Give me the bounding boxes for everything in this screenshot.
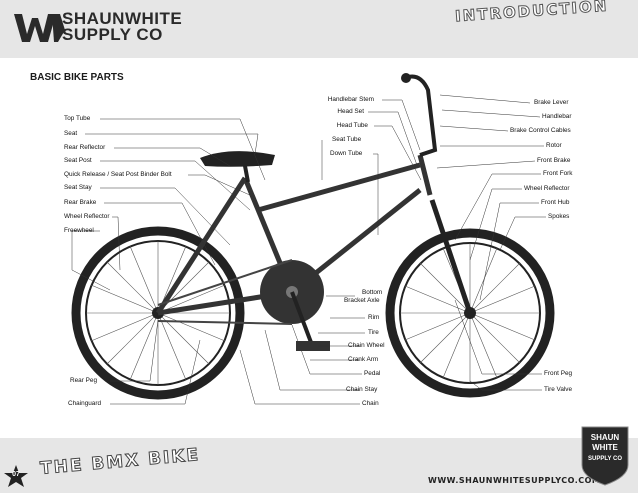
label-wheel-reflector-front: Wheel Reflector xyxy=(524,185,570,192)
star-icon xyxy=(4,465,28,487)
label-seat-tube: Seat Tube xyxy=(332,136,362,143)
label-wheel-reflector-rear: Wheel Reflector xyxy=(64,213,110,220)
brand-badge: SHAUN WHITE SUPPLY CO xyxy=(580,425,630,487)
label-chain: Chain xyxy=(362,400,379,407)
label-brake-control-cables: Brake Control Cables xyxy=(510,127,571,134)
label-head-set: Head Set xyxy=(337,108,364,115)
rear-tire xyxy=(71,226,245,400)
page-number-text: 07 xyxy=(12,471,20,478)
front-tire xyxy=(385,228,555,398)
label-rim: Rim xyxy=(368,314,380,321)
label-seat-post: Seat Post xyxy=(64,157,92,164)
pedal xyxy=(296,341,330,351)
badge-line1: SHAUN xyxy=(590,433,620,442)
seat xyxy=(200,151,275,167)
label-top-tube: Top Tube xyxy=(64,115,91,122)
label-rear-brake: Rear Brake xyxy=(64,199,97,206)
label-seat-stay: Seat Stay xyxy=(64,184,92,191)
label-rear-peg: Rear Peg xyxy=(70,377,97,384)
header-band xyxy=(0,0,638,58)
front-fork xyxy=(429,199,473,314)
footer-band xyxy=(0,438,638,493)
footer-url: WWW.SHAUNWHITESUPPLYCO.COM xyxy=(428,476,601,485)
badge-line3: SUPPLY CO xyxy=(587,456,622,462)
label-tire: Tire xyxy=(368,329,379,336)
label-chainguard: Chainguard xyxy=(68,400,102,407)
leader-lines xyxy=(71,94,546,405)
label-bottom: Bottom xyxy=(362,289,383,296)
shield-icon xyxy=(581,426,629,486)
label-quick-release: Quick Release / Seat Post Binder Bolt xyxy=(64,171,172,178)
label-front-fork: Front Fork xyxy=(543,170,573,177)
brand-name-line1: SHAUNWHITE xyxy=(62,9,183,28)
badge-line2: WHITE xyxy=(592,443,618,452)
label-freewheel: Freewheel xyxy=(64,227,94,234)
handlebar xyxy=(404,74,438,157)
label-rear-reflector: Rear Reflector xyxy=(64,144,106,151)
label-brake-lever: Brake Lever xyxy=(534,99,569,106)
label-tire-valve: Tire Valve xyxy=(544,386,573,393)
label-bracket-axle: Bracket Axle xyxy=(344,297,380,304)
page-number: 07 xyxy=(4,465,28,487)
label-chain-stay: Chain Stay xyxy=(346,386,378,393)
label-seat: Seat xyxy=(64,130,78,137)
label-handlebar: Handlebar xyxy=(542,113,572,120)
label-rotor: Rotor xyxy=(546,142,562,149)
label-front-brake: Front Brake xyxy=(537,157,571,164)
label-crank-arm: Crank Arm xyxy=(348,356,379,363)
label-spokes: Spokes xyxy=(548,213,570,220)
chain xyxy=(157,259,293,325)
page-heading: BASIC BIKE PARTS xyxy=(30,72,124,83)
label-front-peg: Front Peg xyxy=(544,370,573,377)
label-pedal: Pedal xyxy=(364,370,381,377)
label-head-tube: Head Tube xyxy=(336,122,368,129)
label-handlebar-stem: Handlebar Stem xyxy=(327,96,374,103)
brand-name-line2: SUPPLY CO xyxy=(62,25,163,44)
label-front-hub: Front Hub xyxy=(541,199,570,206)
brand-logo-icon xyxy=(14,14,65,42)
label-down-tube: Down Tube xyxy=(330,150,363,157)
label-chain-wheel: Chain Wheel xyxy=(348,342,385,349)
